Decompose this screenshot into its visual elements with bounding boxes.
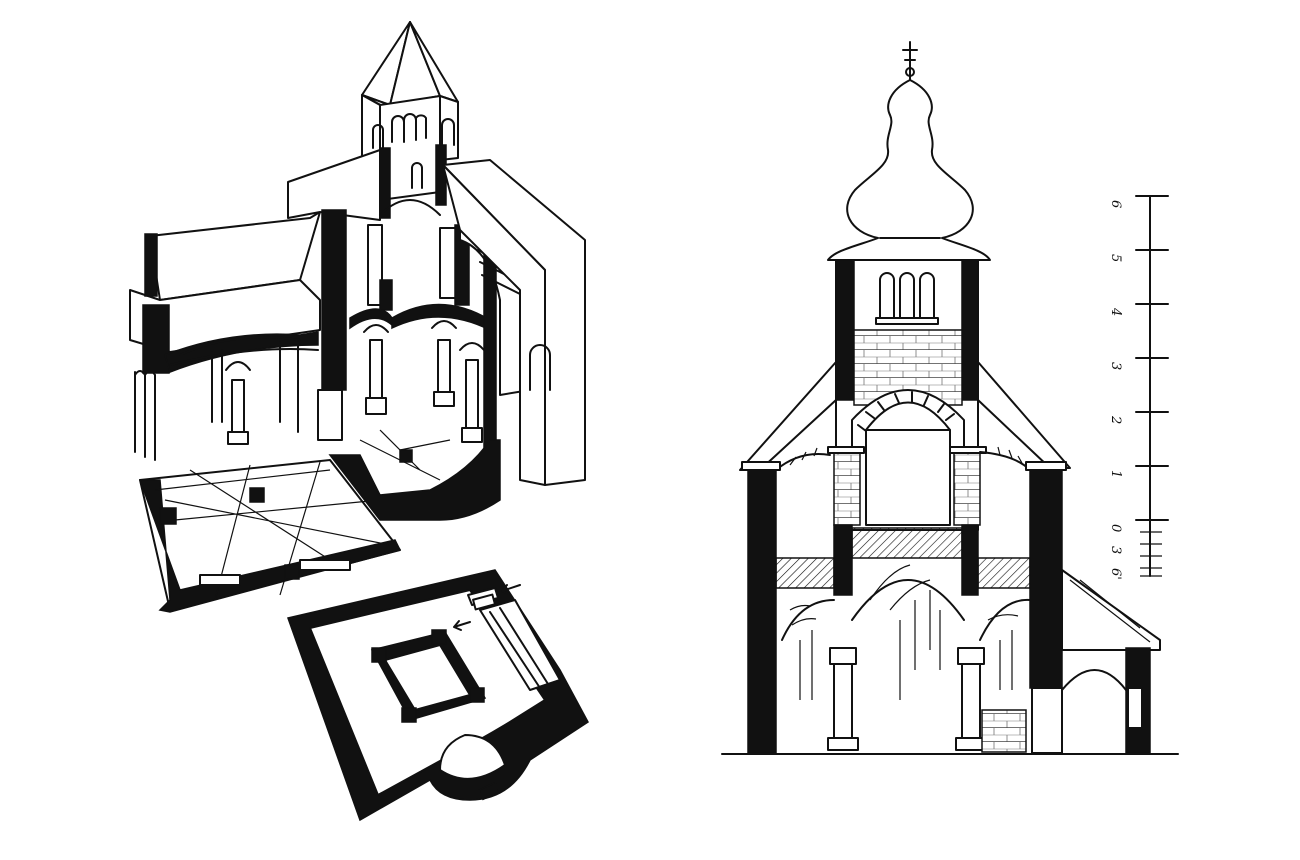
gallery-floor-right bbox=[977, 557, 1031, 589]
floor-plan-cut bbox=[138, 429, 501, 613]
ground-plan bbox=[287, 569, 589, 822]
axonometric-cutaway-view bbox=[129, 21, 589, 822]
gallery-floor-center bbox=[851, 527, 963, 559]
porch bbox=[1031, 569, 1161, 754]
scale-bar bbox=[1135, 195, 1169, 577]
right-outer-wall bbox=[1029, 467, 1063, 689]
nave-block bbox=[129, 149, 381, 461]
crossing-and-choir bbox=[317, 199, 491, 443]
transept-block bbox=[442, 159, 586, 486]
onion-dome bbox=[827, 79, 991, 261]
ground-floor-arcade bbox=[781, 564, 1031, 753]
left-outer-wall bbox=[747, 467, 777, 754]
entrance-arrow-icon bbox=[501, 584, 521, 595]
tower-section bbox=[827, 259, 987, 531]
cross-finial-icon bbox=[902, 41, 918, 81]
gallery-floor-left bbox=[775, 557, 835, 589]
entrance-arrow-icon bbox=[453, 620, 471, 631]
sectional-elevation bbox=[721, 41, 1179, 755]
